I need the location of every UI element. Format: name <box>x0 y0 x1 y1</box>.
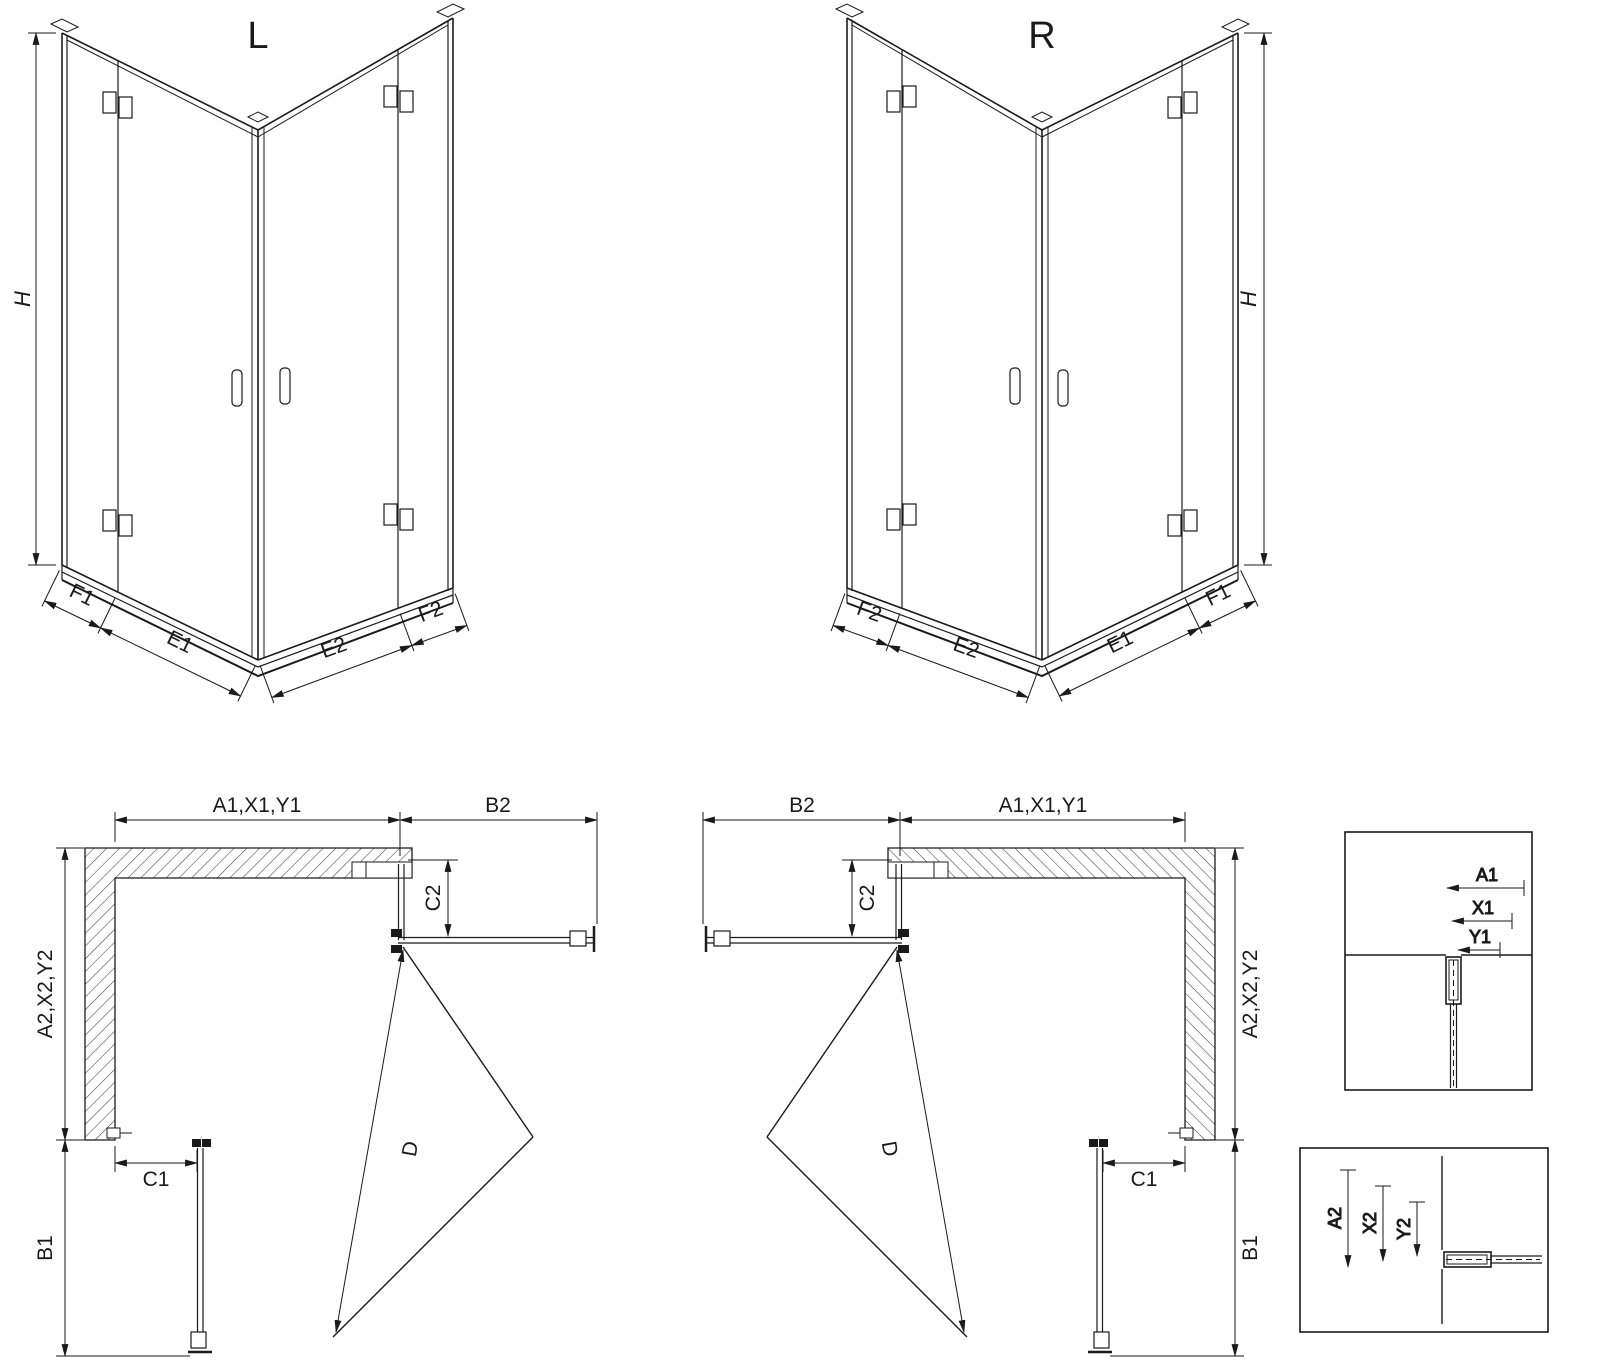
plan-right-side-depth-label: A2,X2,Y2 <box>1239 950 1262 1039</box>
detail-bottom-a2-label: A2 <box>1325 1207 1345 1229</box>
iso-right-labels: R H F1 E1 E2 F2 <box>854 15 1261 663</box>
iso-left-variant-label: L <box>247 15 268 57</box>
plan-left-side-depth-label: A2,X2,Y2 <box>34 950 57 1039</box>
plan-right-d-label: D <box>877 1139 902 1158</box>
plan-right-b2-label: B2 <box>789 794 815 817</box>
plan-left-c1-label: C1 <box>143 1168 170 1191</box>
detail-bottom-y2-label: Y2 <box>1394 1218 1414 1240</box>
plan-right-geometry <box>703 812 1244 1356</box>
detail-bottom-profile: A2 X2 Y2 <box>1299 1147 1549 1333</box>
plan-left-c2-label: C2 <box>422 885 445 912</box>
iso-left-labels: L H F1 E1 E2 F2 <box>10 15 446 663</box>
iso-right-f2-label: F2 <box>854 597 885 627</box>
plan-right-top-width-label: A1,X1,Y1 <box>999 794 1088 817</box>
detail-top-x1-label: X1 <box>1472 898 1494 918</box>
plan-left-labels: A1,X1,Y1 B2 C2 A2,X2,Y2 C1 B1 D <box>34 794 511 1261</box>
detail-top-frame <box>1344 831 1533 1091</box>
iso-left-height-label: H <box>10 291 35 307</box>
plan-left-b1-label: B1 <box>34 1235 57 1261</box>
detail-top-y1-label: Y1 <box>1469 927 1491 947</box>
iso-right-height-label: H <box>1236 291 1261 307</box>
plan-right-c2-label: C2 <box>856 885 879 912</box>
plan-right-c1-label: C1 <box>1131 1168 1158 1191</box>
iso-right-variant-label: R <box>1028 15 1055 57</box>
detail-bottom-frame <box>1299 1147 1549 1333</box>
iso-left-geometry <box>28 4 469 703</box>
iso-left-f2-label: F2 <box>415 597 446 627</box>
plan-left-top-width-label: A1,X1,Y1 <box>213 794 302 817</box>
plan-left-b2-label: B2 <box>485 794 511 817</box>
plan-right-labels: A1,X1,Y1 B2 C2 A2,X2,Y2 C1 B1 D <box>789 794 1262 1261</box>
plan-right-b1-label: B1 <box>1239 1235 1262 1261</box>
iso-right-e2-label: E2 <box>950 633 982 663</box>
detail-bottom-x2-label: X2 <box>1360 1212 1380 1234</box>
plan-left-d-label: D <box>398 1139 423 1158</box>
detail-top-profile: A1 X1 Y1 <box>1344 831 1533 1091</box>
iso-left-e2-label: E2 <box>318 633 350 663</box>
plan-left-geometry <box>56 812 597 1356</box>
detail-top-a1-label: A1 <box>1476 865 1498 885</box>
